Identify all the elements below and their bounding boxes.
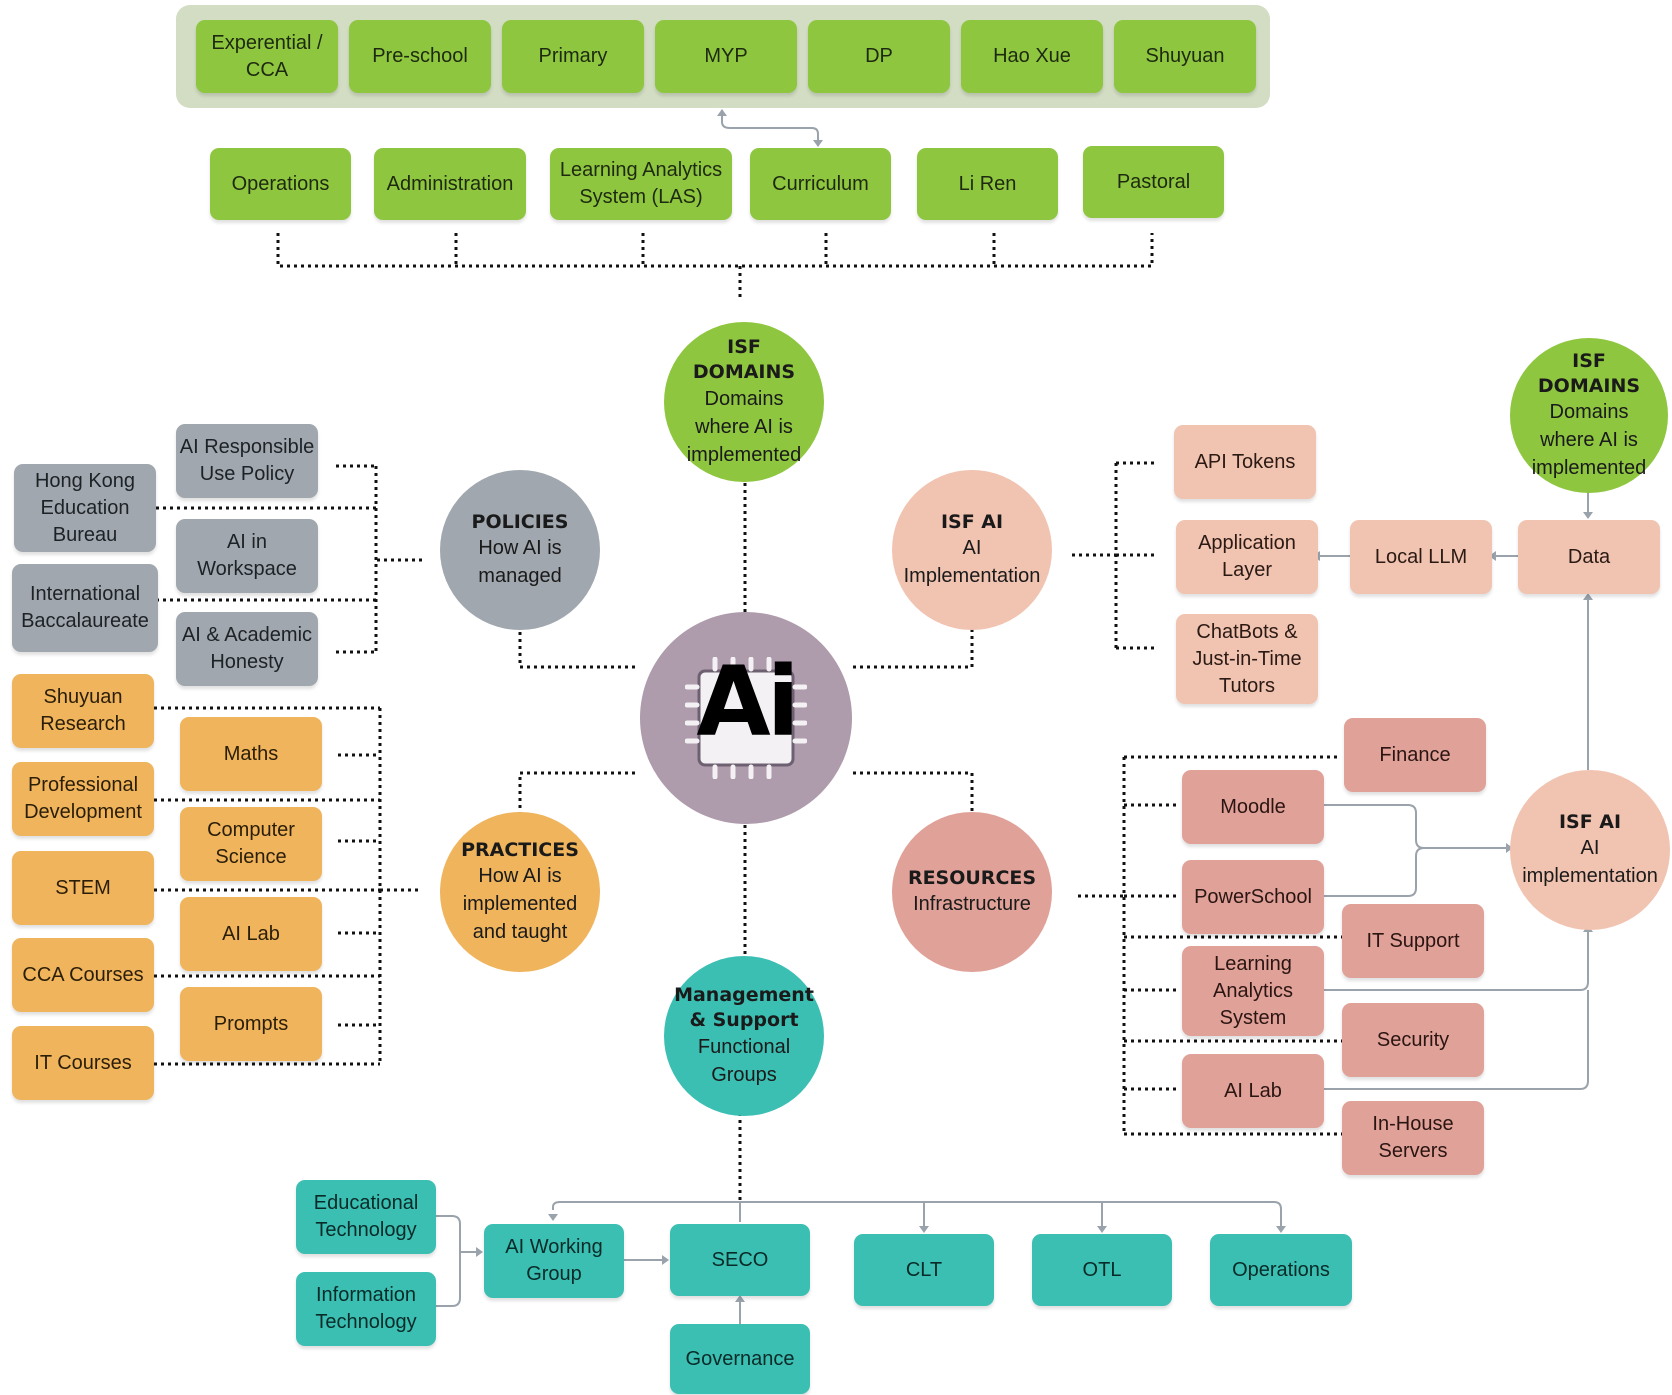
section-shuyuan: Shuyuan: [1114, 20, 1256, 93]
resource-security: Security: [1342, 1003, 1484, 1077]
ai-hub-label: Ai: [696, 646, 799, 758]
ai-hub: Ai: [640, 612, 852, 824]
policy-ai-workspace: AI in Workspace: [176, 519, 318, 593]
practice-it-courses: IT Courses: [12, 1026, 154, 1100]
isf-ai-application-layer: Application Layer: [1176, 520, 1318, 594]
isf-domains-subtitle: Domains where AI is implemented: [686, 387, 802, 466]
practice-prompts: Prompts: [180, 987, 322, 1061]
section-dp: DP: [808, 20, 950, 93]
isf-ai-right-circle: ISF AI AI implementation: [1510, 770, 1670, 930]
management-subtitle: Functional Groups: [697, 1035, 791, 1086]
resource-in-house-servers: In-House Servers: [1342, 1101, 1484, 1175]
resource-las: Learning Analytics System: [1182, 946, 1324, 1036]
mgmt-governance: Governance: [670, 1324, 810, 1394]
isf-ai-chatbots: ChatBots & Just-in-Time Tutors: [1176, 614, 1318, 704]
data-box: Data: [1518, 520, 1660, 594]
practice-cca-courses: CCA Courses: [12, 938, 154, 1012]
isf-ai-circle: ISF AI AI Implementation: [892, 470, 1052, 630]
practice-professional-development: Professional Development: [12, 762, 154, 836]
isf-domains-right-title: ISF DOMAINS: [1537, 349, 1641, 397]
mgmt-operations: Operations: [1210, 1234, 1352, 1306]
isf-ai-subtitle: AI Implementation: [903, 537, 1041, 588]
policy-academic-honesty: AI & Academic Honesty: [176, 612, 318, 686]
mgmt-clt: CLT: [854, 1234, 994, 1306]
domain-administration: Administration: [374, 148, 526, 220]
policies-title: POLICIES: [471, 510, 569, 533]
resource-finance: Finance: [1344, 718, 1486, 792]
isf-ai-title: ISF AI: [940, 510, 1004, 533]
management-title: Management & Support: [674, 984, 814, 1031]
isf-ai-api-tokens: API Tokens: [1174, 425, 1316, 499]
isf-ai-right-subtitle: AI implementation: [1522, 837, 1658, 888]
resources-circle: RESOURCES Infrastructure: [892, 812, 1052, 972]
resource-it-support: IT Support: [1342, 904, 1484, 978]
practice-shuyuan-research: Shuyuan Research: [12, 674, 154, 748]
policy-hong-kong-edb: Hong Kong Education Bureau: [14, 464, 156, 552]
section-pre-school: Pre-school: [349, 20, 491, 93]
management-circle: Management & Support Functional Groups: [664, 956, 824, 1116]
practices-title: PRACTICES: [461, 838, 579, 861]
domain-curriculum: Curriculum: [750, 148, 891, 220]
mgmt-information-technology: Information Technology: [296, 1272, 436, 1346]
policy-ib: International Baccalaureate: [12, 564, 158, 652]
section-experiential-cca: Experential / CCA: [196, 20, 338, 93]
policies-circle: POLICIES How AI is managed: [440, 470, 600, 630]
resource-ai-lab: AI Lab: [1182, 1054, 1324, 1128]
practice-stem: STEM: [12, 851, 154, 925]
practices-circle: PRACTICES How AI is implemented and taug…: [440, 812, 600, 972]
domain-operations: Operations: [210, 148, 351, 220]
isf-domains-title: ISF DOMAINS: [692, 336, 796, 383]
mgmt-seco: SECO: [670, 1224, 810, 1296]
isf-ai-right-title: ISF AI: [1558, 810, 1622, 833]
domain-pastoral: Pastoral: [1083, 146, 1224, 218]
mgmt-otl: OTL: [1032, 1234, 1172, 1306]
isf-domains-right-subtitle: Domains where AI is implemented: [1531, 401, 1647, 480]
mgmt-educational-technology: Educational Technology: [296, 1180, 436, 1254]
isf-domains-right-circle: ISF DOMAINS Domains where AI is implemen…: [1510, 338, 1668, 493]
section-primary: Primary: [502, 20, 644, 93]
resources-subtitle: Infrastructure: [913, 893, 1031, 916]
policy-responsible-use: AI Responsible Use Policy: [176, 424, 318, 498]
practice-ai-lab: AI Lab: [180, 897, 322, 971]
section-hao-xue: Hao Xue: [961, 20, 1103, 93]
mgmt-ai-working-group: AI Working Group: [484, 1224, 624, 1298]
practice-computer-science: Computer Science: [180, 807, 322, 881]
domain-li-ren: Li Ren: [917, 148, 1058, 220]
section-myp: MYP: [655, 20, 797, 93]
local-llm-box: Local LLM: [1350, 520, 1492, 594]
isf-domains-circle: ISF DOMAINS Domains where AI is implemen…: [664, 322, 824, 482]
policies-subtitle: How AI is managed: [478, 537, 562, 588]
resource-moodle: Moodle: [1182, 770, 1324, 844]
practices-subtitle: How AI is implemented and taught: [462, 865, 578, 944]
chip-icon: [685, 657, 807, 779]
resources-title: RESOURCES: [907, 866, 1037, 889]
resource-powerschool: PowerSchool: [1182, 860, 1324, 934]
domain-las: Learning Analytics System (LAS): [550, 148, 732, 220]
practice-maths: Maths: [180, 717, 322, 791]
